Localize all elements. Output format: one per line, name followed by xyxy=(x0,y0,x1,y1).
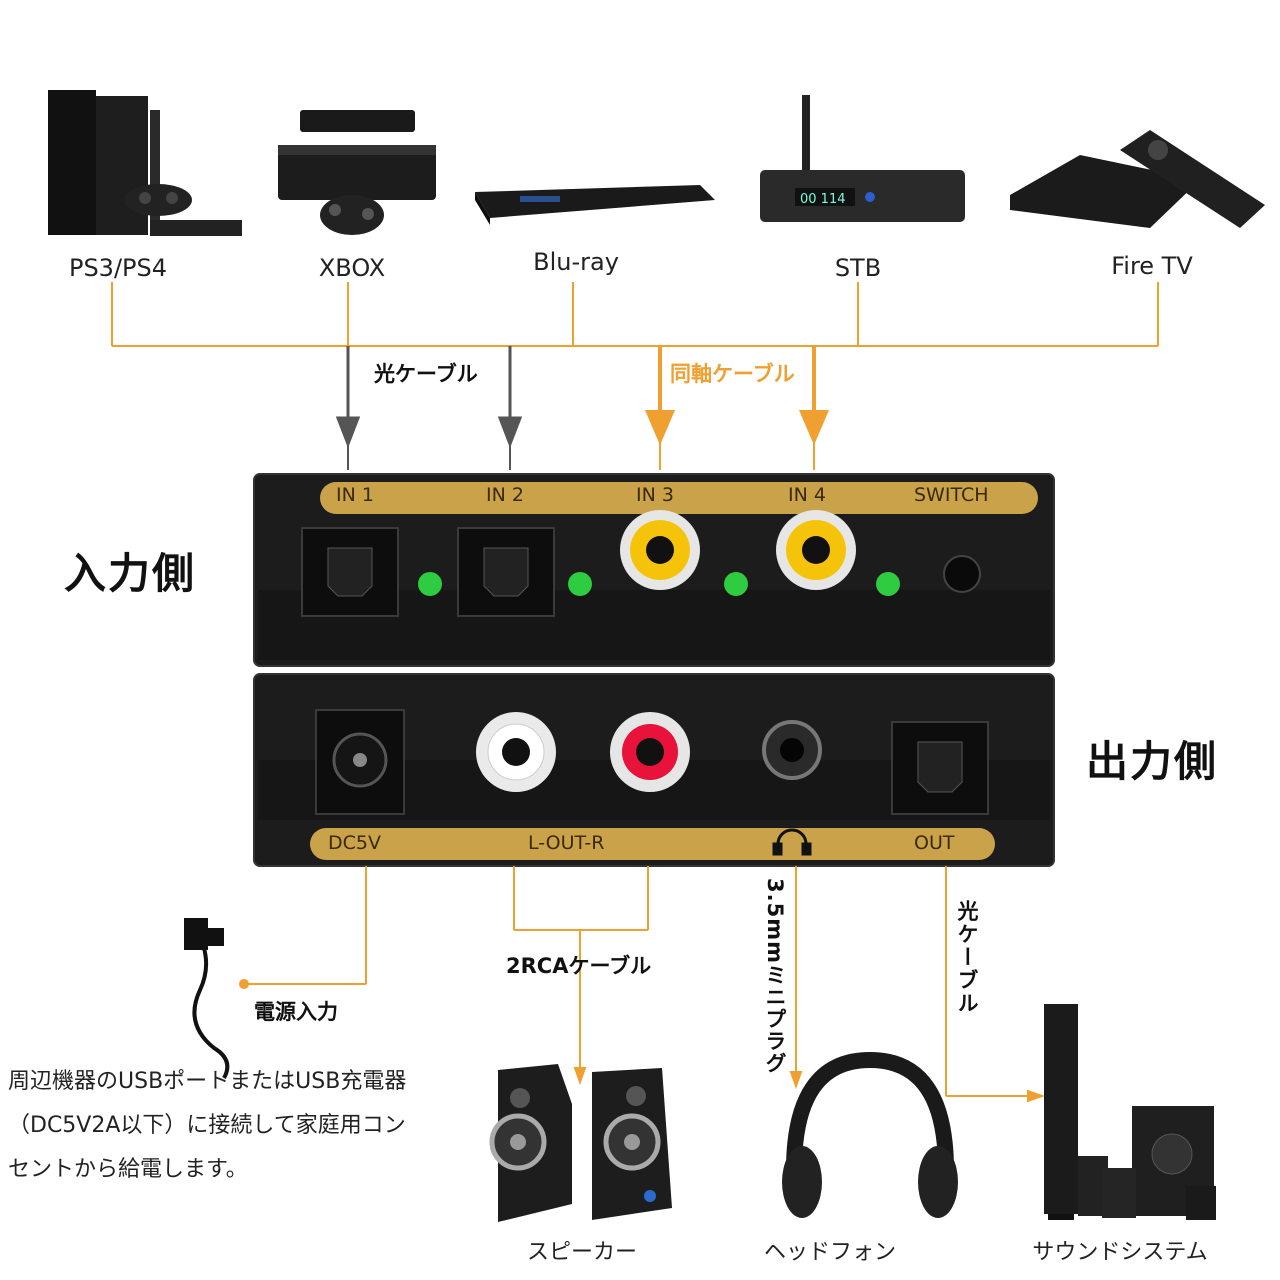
source-label-bluray: Blu-ray xyxy=(533,248,619,276)
coaxial-input-arrows xyxy=(644,346,830,470)
xbox-console-icon xyxy=(278,110,436,235)
input-panel xyxy=(253,473,1055,667)
source-label-xbox: XBOX xyxy=(318,254,386,282)
source-connector-lines xyxy=(111,282,1159,347)
output-connector-lines xyxy=(239,866,1045,1103)
power-input-label: 電源入力 xyxy=(254,1000,338,1024)
coaxial-cable-label: 同軸ケーブル xyxy=(670,362,795,386)
stb-box-icon: 00 114 xyxy=(760,95,965,222)
optical-out-cable-label: 光ケーブル xyxy=(955,900,979,1015)
speaker-right-icon xyxy=(592,1068,672,1220)
optical-port-in2-icon xyxy=(457,527,555,617)
source-devices-illustration: 00 114 xyxy=(48,90,1265,470)
panel-label-in3: IN 3 xyxy=(636,484,674,506)
dc-jack-icon xyxy=(315,709,405,815)
speaker-left-icon xyxy=(489,1064,572,1222)
panel-label-out: OUT xyxy=(914,832,955,854)
led-in4-icon xyxy=(876,572,900,596)
bluray-player-icon xyxy=(475,185,715,225)
headphone-jack-icon xyxy=(762,720,822,780)
power-note-line1: 周辺機器のUSBポートまたはUSB充電器 xyxy=(8,1069,407,1094)
optical-out-port-icon xyxy=(891,721,989,815)
ps4-console-icon xyxy=(48,90,242,236)
sound-system-label: サウンドシステム xyxy=(1032,1240,1208,1265)
led-in2-icon xyxy=(568,572,592,596)
power-note: 周辺機器のUSBポートまたはUSB充電器 （DC5V2A以下）に接続して家庭用コ… xyxy=(8,1060,468,1192)
panel-label-dc: DC5V xyxy=(328,832,381,854)
optical-input-arrows xyxy=(335,346,523,470)
panel-label-in2: IN 2 xyxy=(486,484,524,506)
input-side-label: 入力側 xyxy=(64,549,197,598)
led-in3-icon xyxy=(724,572,748,596)
panel-label-in1: IN 1 xyxy=(336,484,374,506)
firetv-icon xyxy=(1010,130,1265,228)
sound-system-icon xyxy=(1044,1004,1216,1220)
switch-button-icon xyxy=(943,555,981,593)
headphones-icon xyxy=(782,1051,958,1218)
power-note-line2: （DC5V2A以下）に接続して家庭用コン xyxy=(8,1113,406,1138)
led-in1-icon xyxy=(418,572,442,596)
optical-cable-label: 光ケーブル xyxy=(374,362,478,386)
speaker-label: スピーカー xyxy=(526,1240,637,1265)
output-devices-illustration xyxy=(184,866,1216,1222)
panel-label-switch: SWITCH xyxy=(914,484,989,506)
svg-text:00 114: 00 114 xyxy=(800,192,846,207)
panel-label-in4: IN 4 xyxy=(788,484,826,506)
coaxial-port-in4-icon xyxy=(776,510,856,590)
coaxial-port-in3-icon xyxy=(620,510,700,590)
output-panel xyxy=(253,673,1055,867)
power-note-line3: セントから給電します。 xyxy=(8,1157,248,1182)
source-label-stb: STB xyxy=(834,254,882,282)
source-label-ps: PS3/PS4 xyxy=(68,254,168,282)
optical-port-in1-icon xyxy=(301,527,399,617)
panel-label-lr: L-OUT-R xyxy=(528,832,605,854)
rca-cable-label: 2RCAケーブル xyxy=(506,954,652,978)
output-side-label: 出力側 xyxy=(1086,737,1219,786)
usb-power-cable-icon xyxy=(184,918,230,1079)
mini-plug-label: 3.5mmミニプラグ xyxy=(763,878,787,1074)
headphone-label: ヘッドフォン xyxy=(763,1240,896,1265)
headphone-symbol-icon xyxy=(772,828,812,856)
source-label-firetv: Fire TV xyxy=(1111,252,1193,280)
rca-right-port-icon xyxy=(610,712,690,792)
rca-left-port-icon xyxy=(476,712,556,792)
